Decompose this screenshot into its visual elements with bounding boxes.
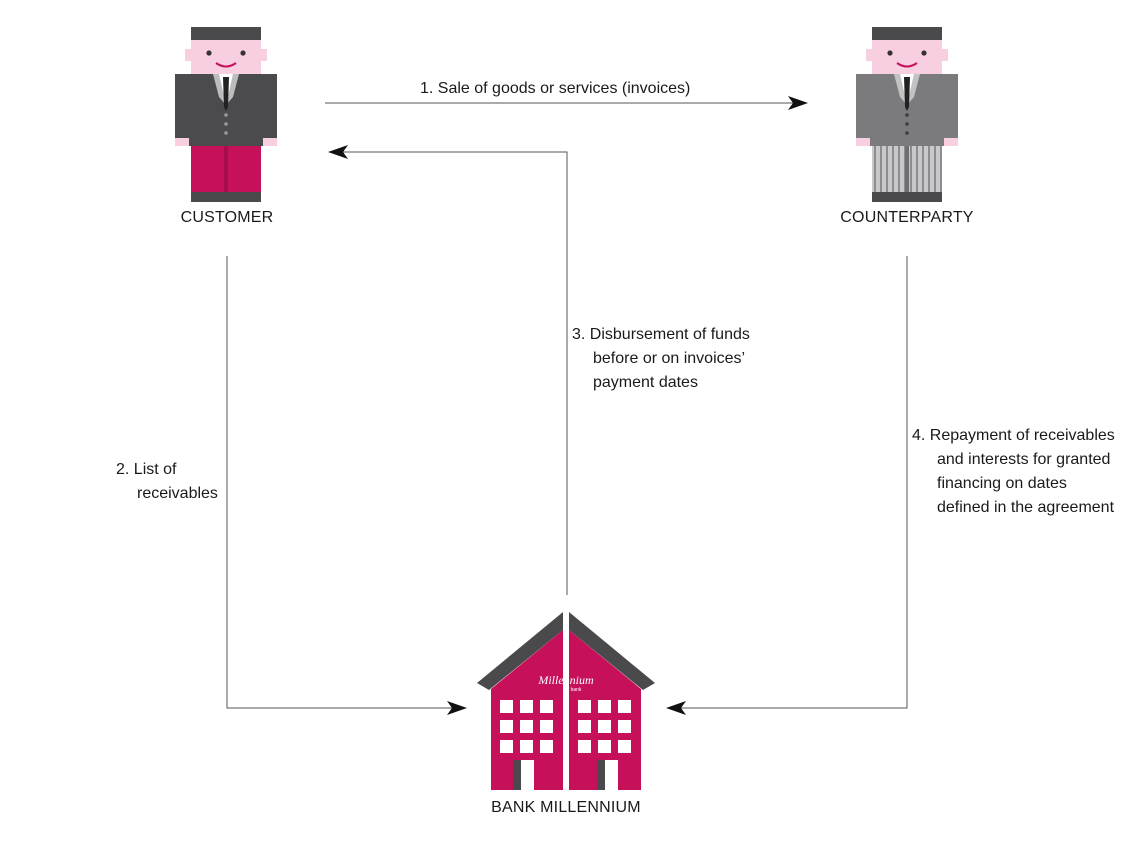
step-3-line-3: payment dates [593,374,698,391]
step-3-line-1: 3. Disbursement of funds [572,326,750,343]
bank-sign-text: Millennium [537,673,594,687]
step-2-line-2: receivables [137,485,218,502]
arrow-disbursement [328,145,568,595]
step-1-label: 1. Sale of goods or services (invoices) [420,77,690,101]
arrow-list-of-receivables [226,256,467,715]
step-3-line-2: before or on invoices’ [593,350,746,367]
customer-label: CUSTOMER [180,209,274,226]
bank-windows-right [578,700,631,753]
bank-label: BANK MILLENNIUM [491,799,641,816]
step-2-label: 2. List of receivables [116,458,218,506]
step-2-line-1: 2. List of [116,461,177,478]
step-4-line-3: financing on dates [937,475,1067,492]
step-4-line-1: 4. Repayment of receivables [912,427,1115,444]
step-4-line-4: defined in the agreement [937,499,1115,516]
counterparty-figure [856,27,958,202]
step-1-line-1: 1. Sale of goods or services (invoices) [420,80,691,97]
counterparty-label: COUNTERPARTY [840,209,974,226]
step-3-label: 3. Disbursement of funds before or on in… [572,323,750,395]
bank-sign-subtext: bank [571,687,582,693]
arrow-repayment [666,256,908,715]
bank-building: Millennium bank [477,612,655,790]
customer-figure [175,27,277,202]
step-4-line-2: and interests for granted [937,451,1111,468]
bank-door-right [597,760,618,790]
step-4-label: 4. Repayment of receivables and interest… [912,424,1115,520]
bank-windows-left [500,700,553,753]
bank-door-left [513,760,534,790]
